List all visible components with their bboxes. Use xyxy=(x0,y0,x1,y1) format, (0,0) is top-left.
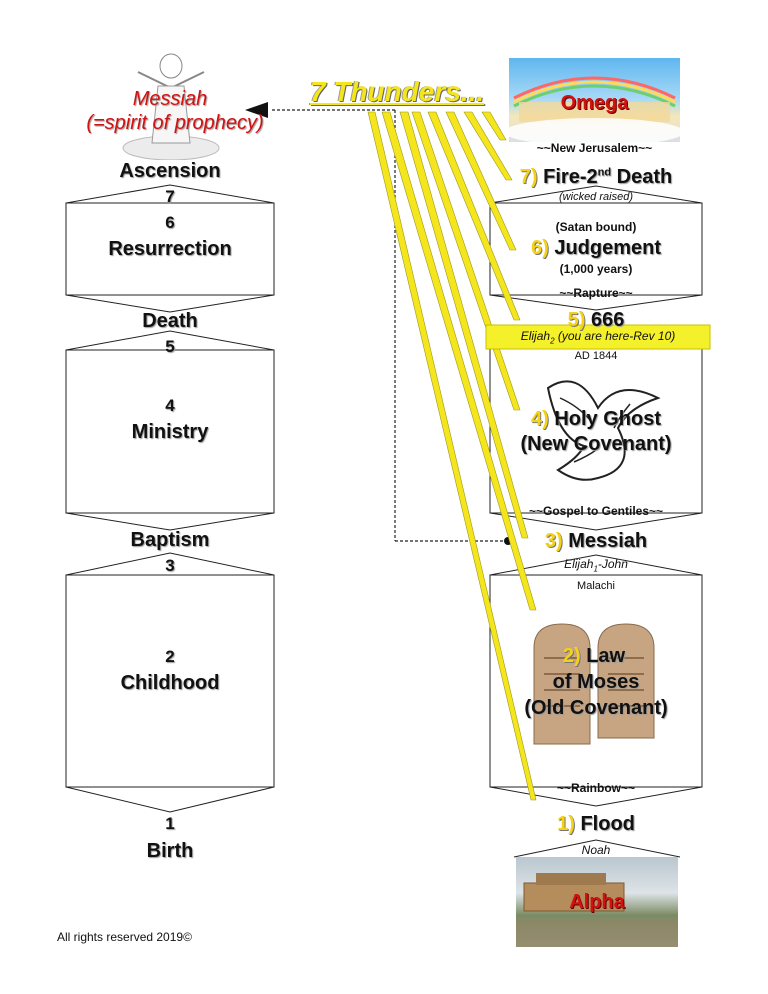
thousand-years-label: (1,000 years) xyxy=(559,262,633,276)
number-2-left: 2 xyxy=(165,647,175,666)
stage-5-666: 5) 666 xyxy=(567,309,625,331)
ministry-label: Ministry xyxy=(131,421,209,443)
wicked-raised-label: (wicked raised) xyxy=(559,191,633,203)
seven-thunders-title: 7 Thunders... xyxy=(310,76,485,107)
elijah-2-banner: Elijah2 (you are here-Rev 10) xyxy=(520,329,676,346)
stage-7-fire-death: 7) Fire-2nd Death xyxy=(519,166,673,188)
baptism-label: Baptism xyxy=(130,529,210,551)
number-7-left: 7 xyxy=(165,187,175,206)
rapture-label: ~~Rapture~~ xyxy=(559,286,633,300)
childhood-label: Childhood xyxy=(120,672,220,694)
stage-1-flood: 1) Flood xyxy=(557,813,635,835)
number-6-left: 6 xyxy=(165,213,175,232)
gospel-to-gentiles-label: ~~Gospel to Gentiles~~ xyxy=(528,504,664,518)
dove-icon xyxy=(538,358,666,490)
of-moses-label: of Moses xyxy=(552,671,640,693)
stage-3-messiah: 3) Messiah xyxy=(544,530,648,552)
messiah-figure-icon xyxy=(118,48,224,161)
number-3-left: 3 xyxy=(165,556,175,575)
copyright-footer: All rights reserved 2019© xyxy=(57,930,192,944)
malachi-label: Malachi xyxy=(577,580,615,592)
ascension-label: Ascension xyxy=(119,160,221,182)
resurrection-label: Resurrection xyxy=(108,238,232,260)
number-5-left: 5 xyxy=(165,337,175,356)
stone-tablets-icon xyxy=(530,618,658,746)
ad-1844-label: AD 1844 xyxy=(574,350,618,362)
birth-label: Birth xyxy=(146,840,194,862)
number-4-left: 4 xyxy=(165,396,175,415)
noah-label: Noah xyxy=(581,843,611,857)
new-jerusalem-label: ~~New Jerusalem~~ xyxy=(536,141,653,155)
omega-city-image xyxy=(509,58,680,142)
stage-4-holy-ghost: 4) Holy Ghost xyxy=(530,408,662,430)
stage-2-law: 2) Law xyxy=(562,645,626,667)
messiah-label: Messiah xyxy=(132,88,208,110)
death-label: Death xyxy=(142,310,198,332)
elijah-1-john-label: Elijah1-John xyxy=(564,557,628,574)
stage-6-judgement: 6) Judgement xyxy=(530,237,662,259)
old-covenant-label: (Old Covenant) xyxy=(524,697,668,719)
number-1-left: 1 xyxy=(165,814,175,833)
rainbow-label: ~~Rainbow~~ xyxy=(556,781,636,795)
spirit-of-prophecy-label: (=spirit of prophecy) xyxy=(86,112,264,134)
alpha-ark-image xyxy=(516,857,678,947)
omega-label: Omega xyxy=(560,92,629,114)
alpha-label: Alpha xyxy=(569,891,625,913)
new-covenant-label: (New Covenant) xyxy=(520,433,672,455)
satan-bound-label: (Satan bound) xyxy=(555,220,637,234)
